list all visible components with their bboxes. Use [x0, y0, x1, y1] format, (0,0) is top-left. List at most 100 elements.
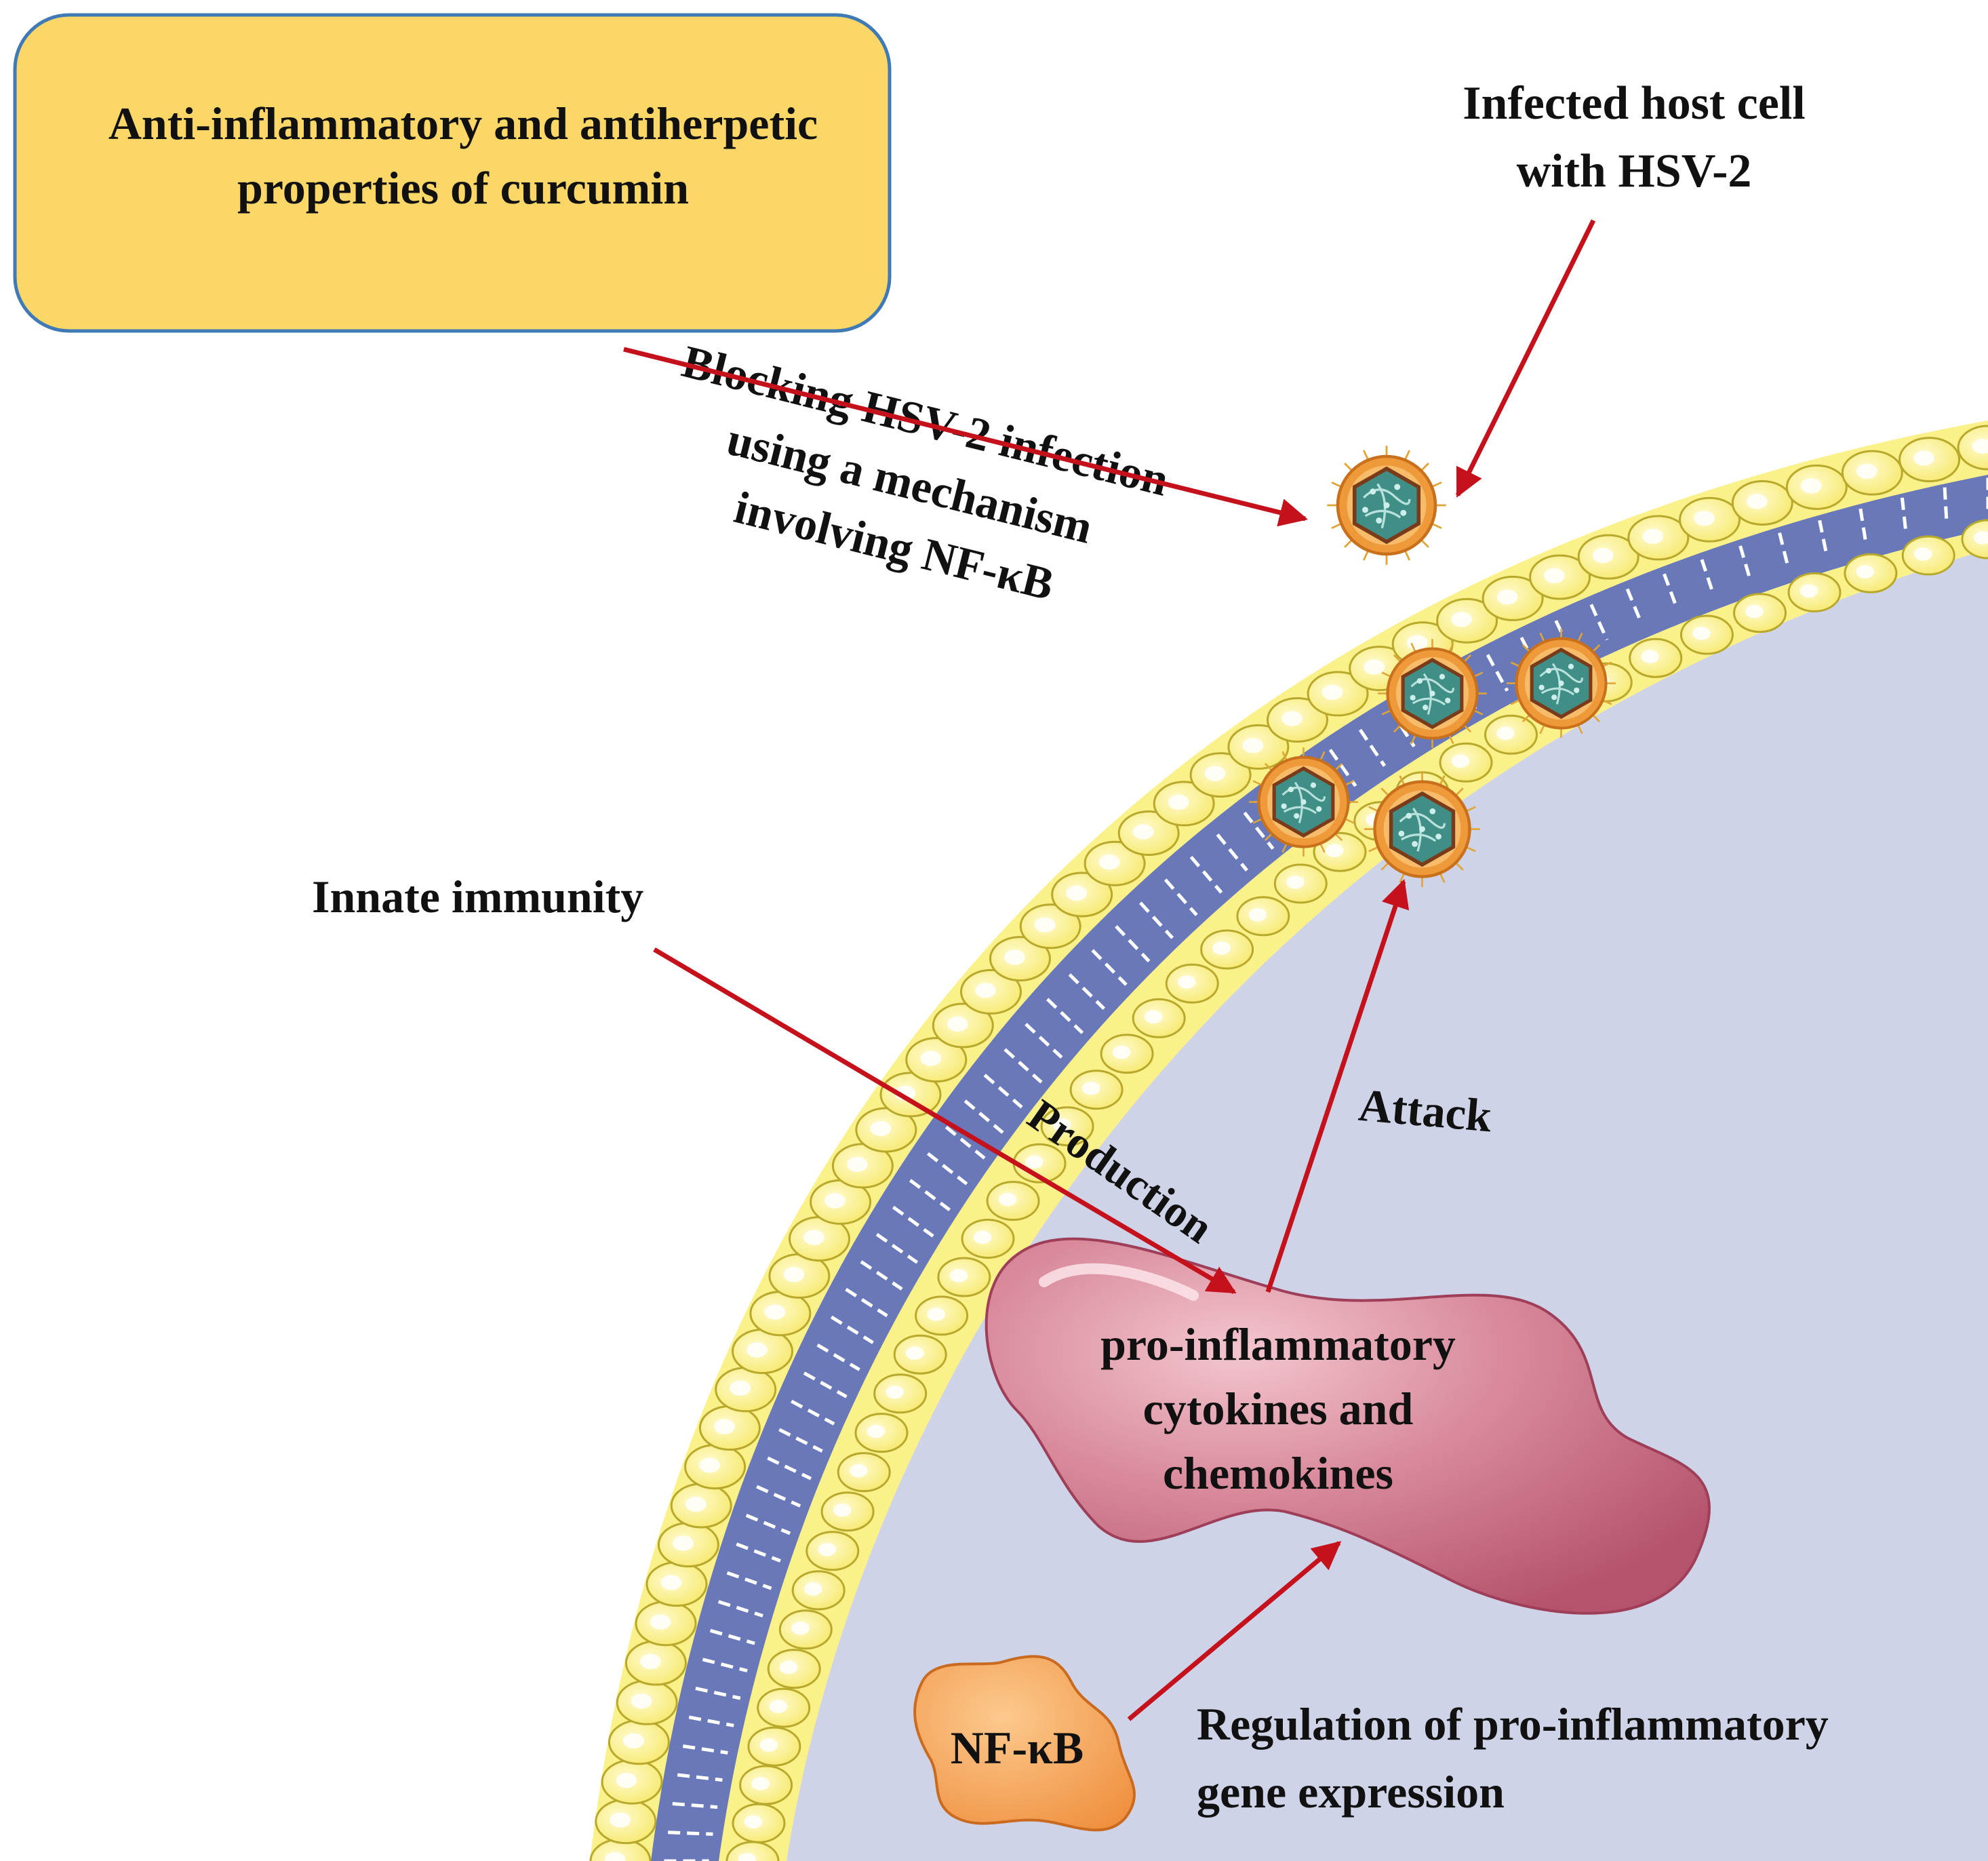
lipid-head-outer-highlight [610, 1812, 631, 1828]
lipid-head-inner-highlight [1496, 726, 1515, 741]
regulation-label-line-1: Regulation of pro-inflammatory [1197, 1698, 1829, 1750]
lipid-head-inner-highlight [1144, 1010, 1163, 1024]
lipid-tail [875, 1232, 919, 1264]
lipid-head-inner-highlight [751, 1777, 770, 1790]
infected-cell-label-line-2: with HSV-2 [1517, 145, 1752, 197]
lipid-tail [1486, 654, 1509, 692]
lipid-head-outer-highlight [1972, 438, 1988, 454]
lipid-head-inner-highlight [1973, 531, 1988, 545]
lipid-head-outer-highlight [1034, 917, 1056, 933]
arrow-blocking-to-virus [623, 347, 1309, 527]
lipid-tail [702, 1658, 748, 1672]
lipid-tail [726, 1571, 772, 1590]
lipid-head-inner-highlight [791, 1622, 810, 1635]
lipid-head-inner-highlight [927, 1308, 945, 1321]
lipid-tail [1025, 1023, 1063, 1059]
lipid-head-inner-highlight [886, 1386, 904, 1399]
cytokine-highlight [1039, 1263, 1199, 1301]
lipid-head-inner-highlight [998, 1192, 1017, 1207]
lipid-tail [1858, 508, 1867, 542]
lipid-head-outer-highlight [1204, 766, 1226, 781]
lipid-tail [1139, 901, 1174, 939]
lipid-tail [778, 1428, 823, 1453]
lipid-tail [1358, 728, 1387, 767]
lipid-head-inner-highlight [1800, 584, 1818, 598]
lipid-tail [1091, 949, 1128, 986]
lipid-tail [1115, 925, 1151, 963]
lipid-head-inner-highlight [905, 1346, 924, 1360]
lipid-tail [688, 1715, 734, 1727]
lipid-tail [1625, 588, 1644, 625]
lipid-head-inner-highlight [949, 1269, 968, 1282]
lipid-tail [1216, 833, 1248, 871]
lipid-head-inner-highlight [1856, 565, 1875, 579]
lipid-head-inner-highlight [1641, 650, 1659, 663]
lipid-head-inner-highlight [1025, 1155, 1043, 1169]
virus-intracellular-2 [1507, 629, 1616, 738]
lipid-head-inner-highlight [1325, 844, 1344, 857]
lipid-tail [983, 1074, 1023, 1109]
lipid-tail [1943, 487, 1949, 520]
lipid-head-outer-highlight [783, 1267, 805, 1282]
lipid-tail [1589, 604, 1609, 641]
title-line-1: Anti-inflammatory and antiherpetic [108, 98, 818, 149]
lipid-tail [830, 1315, 874, 1344]
lipid-tail [816, 1343, 860, 1371]
lipid-head-outer-highlight [660, 1575, 682, 1590]
lipid-tail [845, 1287, 888, 1318]
title-line-2: properties of curcumin [237, 162, 689, 214]
lipid-head-outer-highlight [1592, 547, 1614, 564]
lipid-head-inner-highlight [1178, 975, 1196, 989]
lipid-head-outer-highlight [1321, 684, 1343, 701]
lipid-tail [1900, 497, 1907, 530]
cytokine-blob [985, 1237, 1711, 1615]
lipid-tail [860, 1260, 903, 1291]
lipid-head-outer-highlight [673, 1535, 694, 1551]
lipid-head-inner-highlight [1081, 1082, 1100, 1095]
lipid-tail [1700, 559, 1715, 595]
lipid-head-inner-highlight [833, 1503, 852, 1517]
lipid-head-inner-highlight [1692, 627, 1711, 640]
lipid-head-outer-highlight [1364, 659, 1385, 675]
virus-intracellular-4 [1364, 771, 1480, 887]
lipid-tail [767, 1456, 812, 1481]
lipid-tail [791, 1399, 835, 1426]
lipid-head-outer-highlight [699, 1457, 720, 1473]
lipid-tail [1243, 811, 1275, 850]
lipid-tail [892, 1205, 934, 1238]
attack-label: Attack [1357, 1079, 1494, 1142]
lipid-head-outer-highlight [764, 1304, 786, 1320]
lipid-head-outer-highlight [640, 1653, 661, 1670]
lipid-head-outer-highlight [1098, 855, 1120, 870]
cytokines-label-line-1: pro-inflammatory [1100, 1318, 1456, 1370]
lipid-head-outer-highlight [1281, 711, 1303, 726]
lipid-tail [1738, 545, 1752, 581]
lipid-head-inner-highlight [803, 1582, 822, 1596]
lipid-tail [1068, 973, 1106, 1011]
lipid-head-inner-highlight [1248, 908, 1267, 922]
lipid-head-outer-highlight [803, 1230, 824, 1245]
lipid-tail [745, 1513, 791, 1535]
lipid-head-outer-highlight [623, 1733, 644, 1748]
lipid-head-outer-highlight [824, 1193, 846, 1209]
lipid-tail [945, 1125, 986, 1160]
lipid-tail [1778, 532, 1790, 567]
lipid-tail [668, 1830, 713, 1836]
lipid-tail [1046, 998, 1084, 1034]
lipid-head-outer-highlight [685, 1496, 707, 1512]
lipid-head-outer-highlight [847, 1156, 868, 1173]
lipid-head-inner-highlight [1112, 1045, 1131, 1059]
lipid-head-inner-highlight [759, 1738, 778, 1752]
cytokines-label-line-2: cytokines and [1143, 1383, 1414, 1434]
lipid-tail [736, 1542, 781, 1563]
lipid-head-inner-highlight [1913, 547, 1932, 561]
lipid-head-inner-highlight [1745, 604, 1764, 619]
lipid-head-inner-highlight [1212, 941, 1231, 955]
lipid-tail [963, 1099, 1004, 1134]
innate-immunity-label: Innate immunity [312, 871, 643, 922]
lipid-head-outer-highlight [1544, 568, 1566, 584]
lipid-tail [909, 1179, 951, 1211]
nfkb-label: NF-κB [951, 1722, 1084, 1774]
lipid-head-outer-highlight [1800, 478, 1822, 494]
lipid-head-outer-highlight [747, 1342, 768, 1358]
